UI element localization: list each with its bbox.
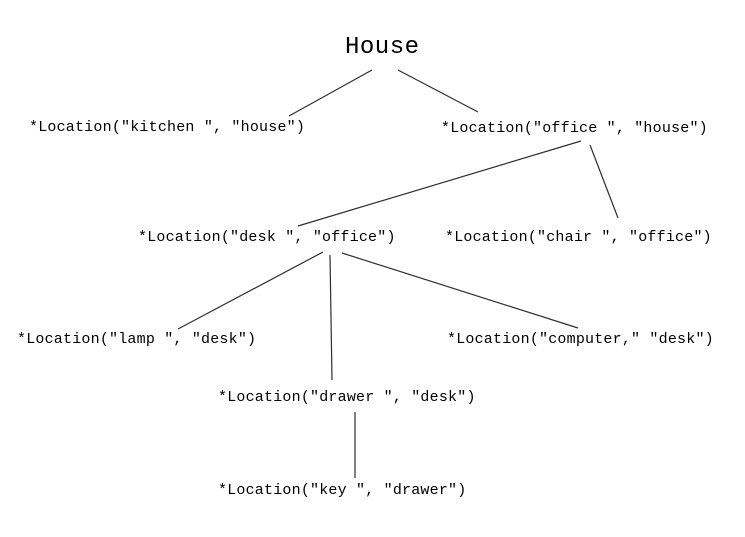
tree-node-lamp: *Location("lamp ", "desk") <box>17 331 257 348</box>
tree-node-chair: *Location("chair ", "office") <box>445 229 712 246</box>
tree-edge-desk-lamp <box>177 251 324 330</box>
tree-edge-office-chair <box>589 144 619 219</box>
tree-edge-desk-computer <box>341 252 579 329</box>
tree-node-house: House <box>345 34 420 61</box>
tree-node-desk: *Location("desk ", "office") <box>138 229 396 246</box>
tree-node-kitchen: *Location("kitchen ", "house") <box>29 119 306 136</box>
tree-edge-office-desk <box>297 140 582 227</box>
tree-node-drawer: *Location("drawer ", "desk") <box>218 389 476 406</box>
tree-node-office: *Location("office ", "house") <box>441 120 708 137</box>
tree-edge-house-office <box>397 69 479 113</box>
tree-edge-house-kitchen <box>288 69 373 117</box>
tree-node-key: *Location("key ", "drawer") <box>218 482 467 499</box>
tree-edge-desk-drawer <box>329 254 333 381</box>
tree-node-computer: *Location("computer," "desk") <box>447 331 714 348</box>
